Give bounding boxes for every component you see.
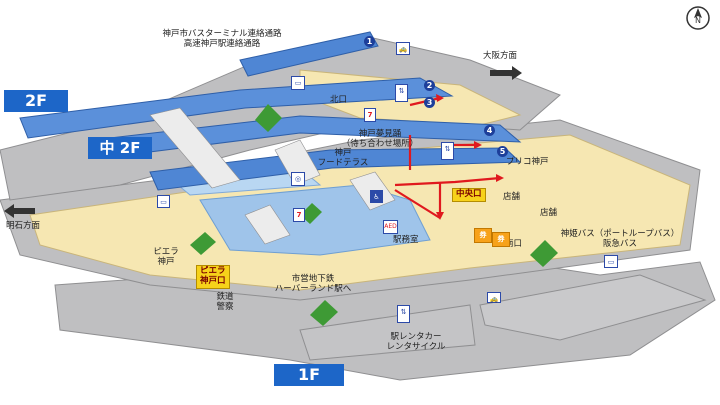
label-piera-exit: ピエラ神戸口 bbox=[196, 265, 230, 289]
bus-icon: ▭ bbox=[604, 255, 618, 268]
label-kobe-food: 神戸フードテラス bbox=[317, 148, 369, 168]
floor-tag-mid2f: 中 2F bbox=[88, 137, 152, 159]
route-arrowheads bbox=[436, 94, 504, 220]
escalators bbox=[149, 107, 396, 245]
arrow-akashi bbox=[4, 204, 35, 218]
taxi-icon: 🚕 bbox=[396, 42, 410, 55]
aed-icon: AED bbox=[383, 220, 398, 234]
label-shops-1: 店舗 bbox=[503, 192, 521, 202]
passage-mid-lower bbox=[149, 147, 522, 191]
label-prico: プリコ神戸 bbox=[506, 157, 549, 167]
taxi-icon: 🚕 bbox=[487, 292, 501, 303]
passage-2f-long bbox=[19, 77, 454, 139]
label-railway-police: 鉄道警察 bbox=[216, 292, 234, 312]
elevator-icon: ⇅ bbox=[441, 142, 454, 160]
label-shops-2: 店舗 bbox=[540, 208, 558, 218]
label-rental: 駅レンタカーレンタサイクル bbox=[386, 332, 446, 352]
floor-1f-right-block bbox=[479, 274, 707, 341]
accessible-icon: ♿ bbox=[370, 190, 383, 203]
label-piera-kobe: ピエラ神戸 bbox=[153, 247, 179, 267]
ticket-icon: 券 bbox=[474, 228, 492, 243]
label-osaka: 大阪方面 bbox=[483, 51, 518, 61]
compass-icon: N bbox=[686, 6, 710, 30]
badge-2: 2 bbox=[424, 80, 435, 91]
badge-3: 3 bbox=[424, 97, 435, 108]
elevator-icon: ⇅ bbox=[397, 305, 410, 323]
ticket-icon: 券 bbox=[492, 232, 510, 247]
floor-1f-lower-block bbox=[299, 304, 476, 361]
label-subway: 市営地下鉄ハーバーランド駅へ bbox=[274, 274, 352, 294]
label-akashi: 明石方面 bbox=[6, 221, 41, 231]
bus-icon: ▭ bbox=[291, 76, 305, 90]
convenience-store-icon: 7 bbox=[293, 208, 305, 222]
passage-2f-top bbox=[239, 31, 379, 77]
toilet-icon: ◎ bbox=[291, 172, 305, 186]
stairs bbox=[190, 104, 558, 326]
label-shinki-bus: 神姫バス（ポートループバス）阪急バス bbox=[560, 229, 680, 249]
floor-tag-2f: 2F bbox=[4, 90, 68, 112]
label-central-exit: 中央口 bbox=[452, 188, 486, 202]
label-north-exit: 北口 bbox=[330, 95, 348, 105]
arrow-osaka bbox=[490, 66, 522, 80]
floor-tag-1f: 1F bbox=[274, 364, 344, 386]
label-kobe-yumemi: 神戸夢見踊（待ち合わせ場所） bbox=[341, 129, 419, 149]
label-south-exit: 南口 bbox=[505, 239, 523, 249]
label-station-office: 駅務室 bbox=[393, 235, 419, 245]
elevator-icon: ⇅ bbox=[395, 84, 408, 102]
convenience-store-icon: 7 bbox=[364, 108, 376, 122]
bus-icon: ▭ bbox=[157, 195, 170, 208]
svg-text:N: N bbox=[695, 16, 701, 25]
badge-4: 4 bbox=[484, 125, 495, 136]
badge-5: 5 bbox=[497, 146, 508, 157]
badge-1: 1 bbox=[364, 36, 375, 47]
label-bus-link: 神戸市バスターミナル連絡通路高速神戸駅連絡通路 bbox=[162, 29, 282, 49]
